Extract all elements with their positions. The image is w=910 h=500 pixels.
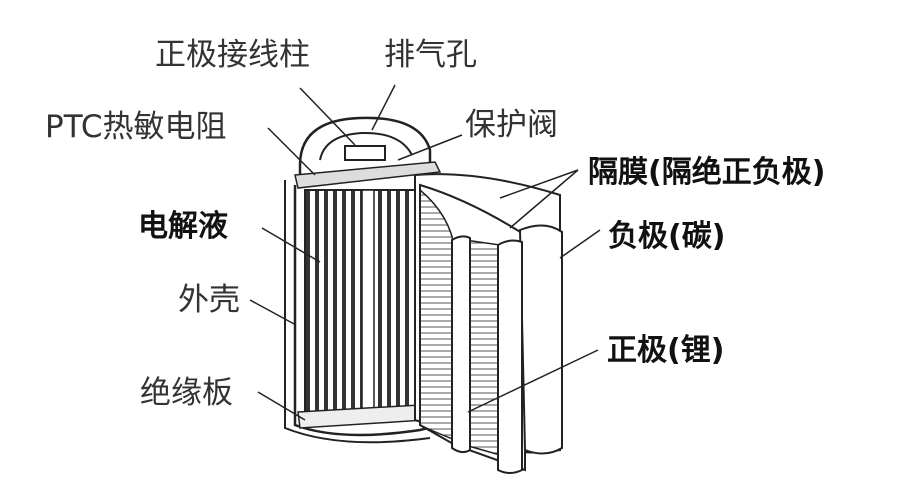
leader-separator-2 xyxy=(509,169,579,229)
leader-vent xyxy=(371,84,396,131)
label-negative-electrode: 负极(碳) xyxy=(608,219,726,254)
leader-electrolyte xyxy=(261,227,321,263)
label-electrolyte: 电解液 xyxy=(138,209,228,244)
leader-safety-valve xyxy=(397,134,463,161)
label-ptc: PTC热敏电阻 xyxy=(45,109,227,145)
leader-ptc xyxy=(267,127,316,176)
label-insulating-plate: 绝缘板 xyxy=(140,375,233,411)
leader-positive xyxy=(467,349,599,413)
leader-casing xyxy=(249,299,297,326)
label-casing: 外壳 xyxy=(178,282,240,318)
label-positive-electrode: 正极(锂) xyxy=(607,333,725,368)
leader-separator-1 xyxy=(499,169,579,199)
label-vent: 排气孔 xyxy=(384,37,477,73)
label-separator: 隔膜(隔绝正负极) xyxy=(588,155,826,190)
leader-negative xyxy=(559,229,601,259)
leader-positive-terminal xyxy=(299,87,356,146)
electrode-core xyxy=(304,189,416,416)
leader-insulating xyxy=(257,391,306,421)
label-positive-terminal: 正极接线柱 xyxy=(155,37,310,73)
label-safety-valve: 保护阀 xyxy=(465,107,558,143)
negative-roll xyxy=(518,224,563,455)
